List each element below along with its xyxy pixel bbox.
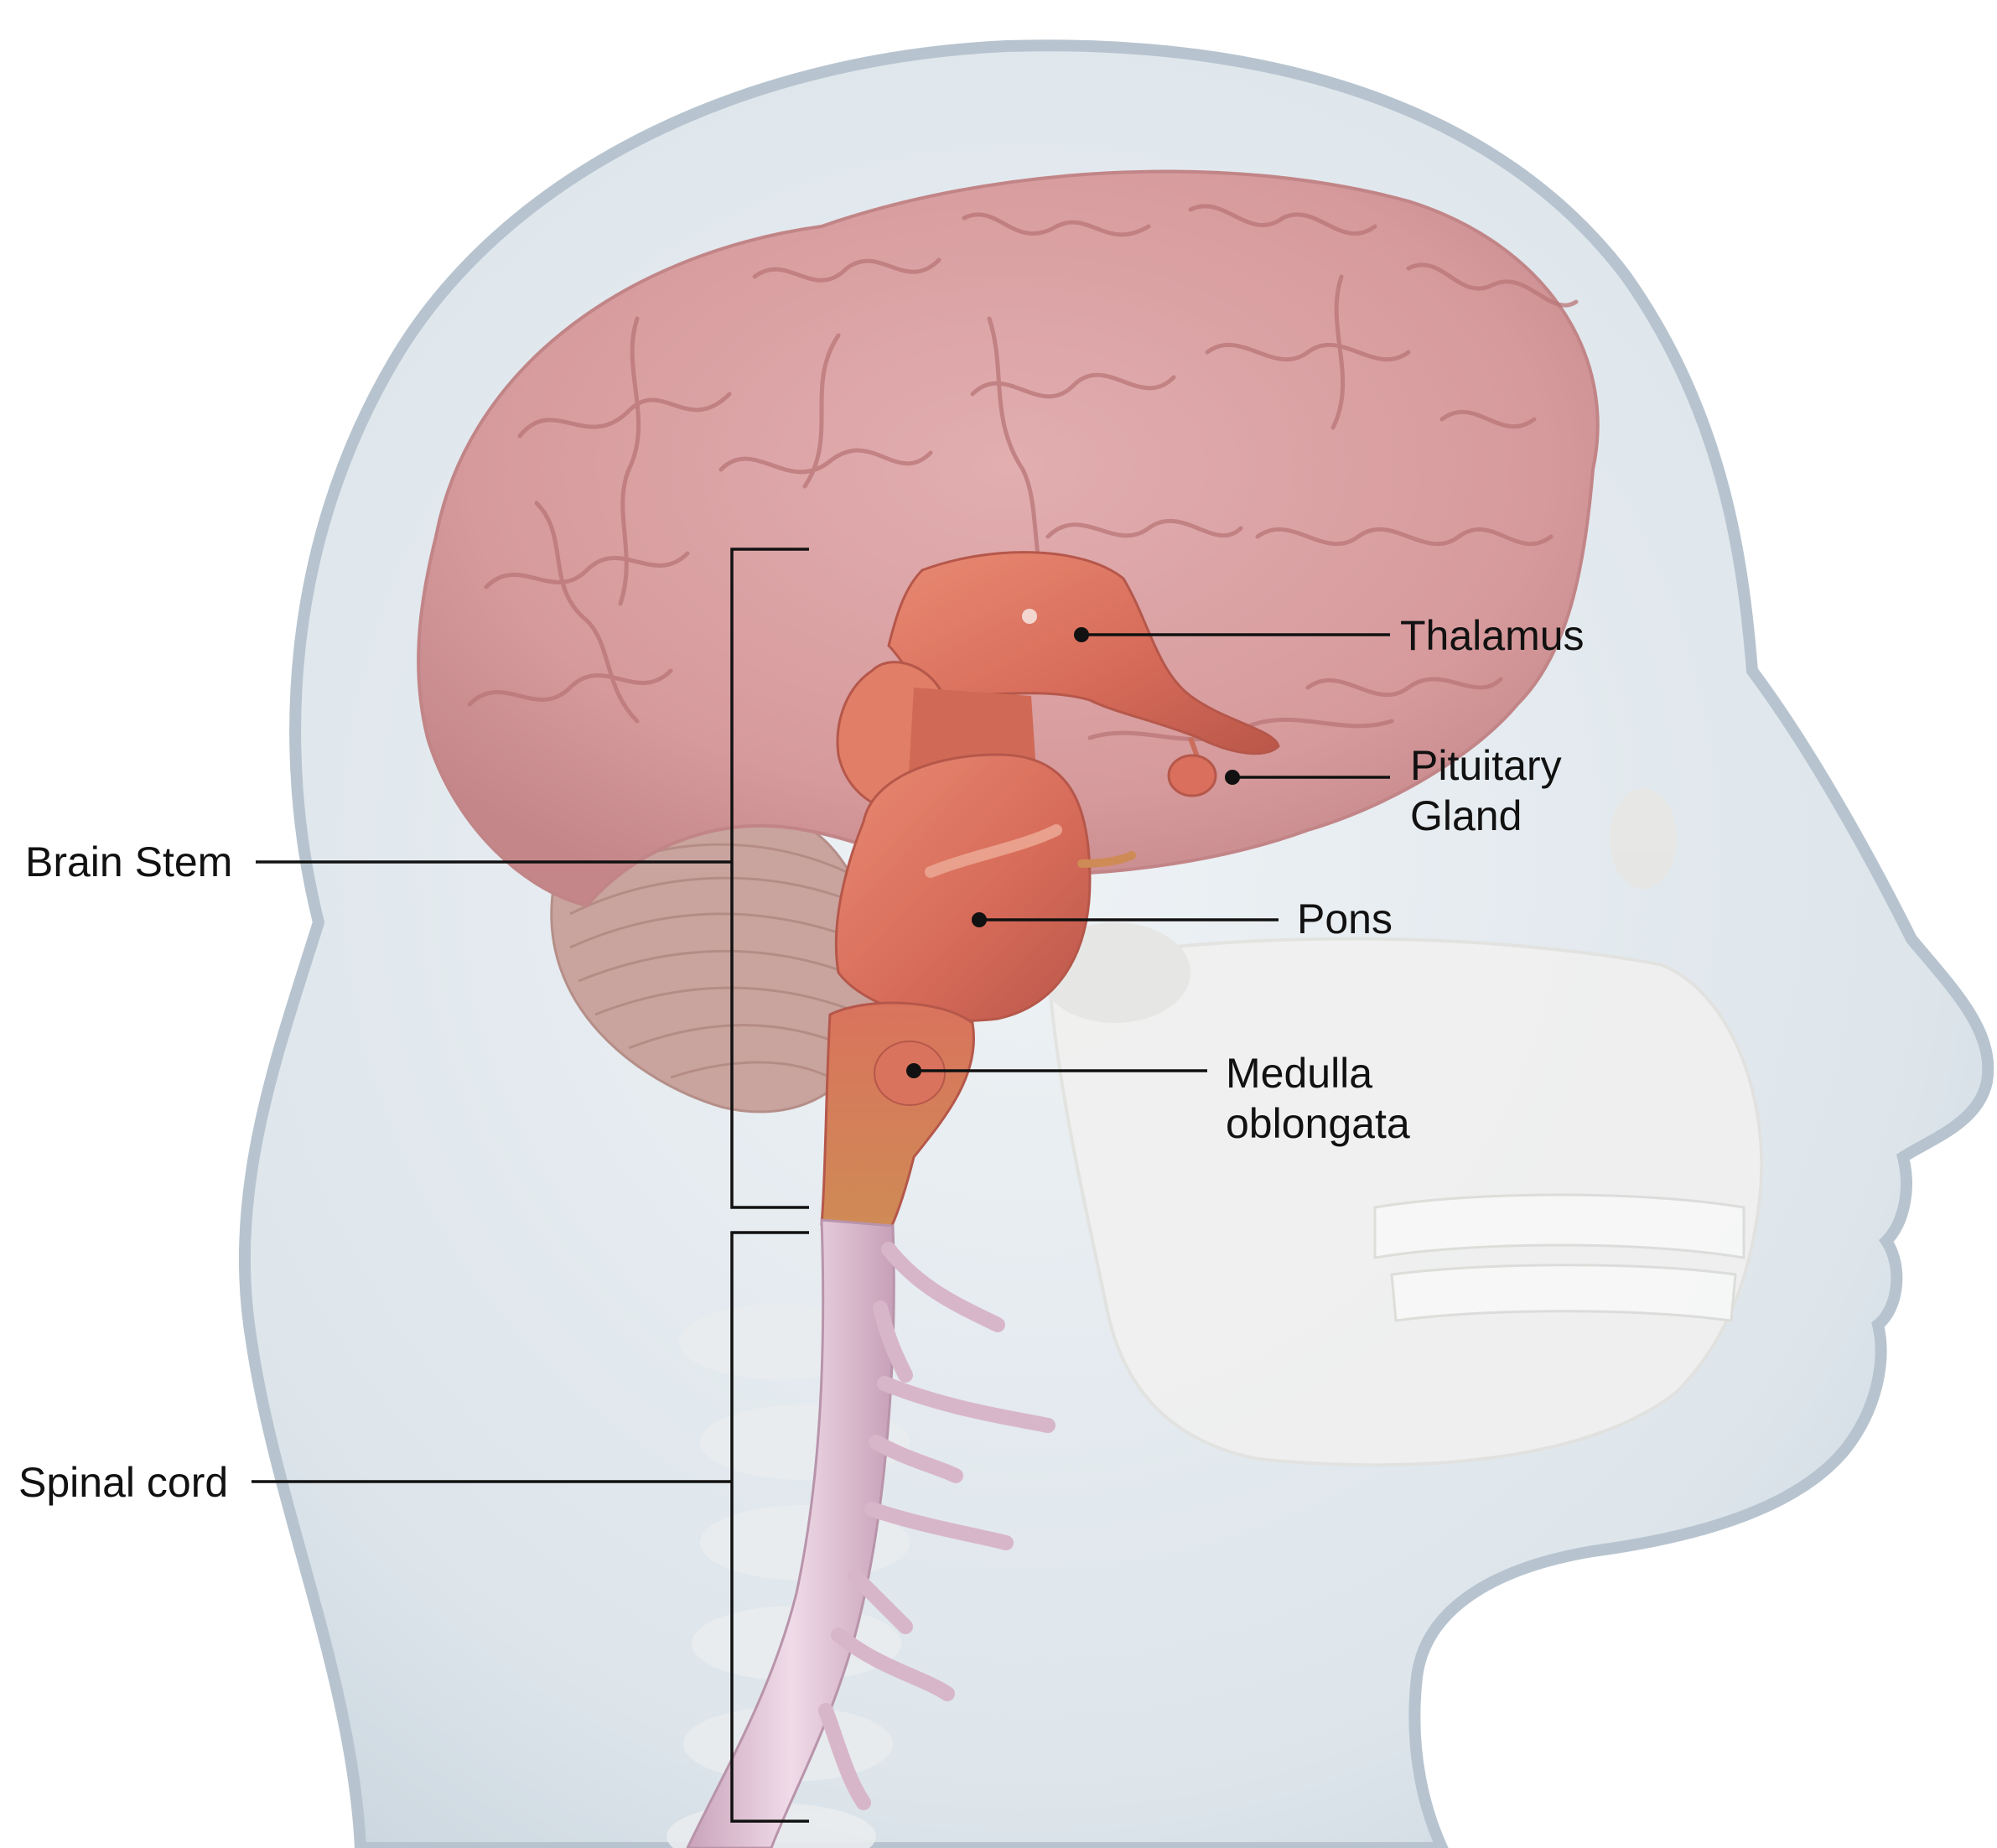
brain-stem-label: Brain Stem <box>25 838 232 885</box>
medulla-label-line1: Medulla <box>1226 1050 1372 1097</box>
thalamus-label: Thalamus <box>1400 612 1585 659</box>
pituitary-label-line1: Pituitary <box>1410 742 1562 789</box>
medulla-label-line2: oblongata <box>1226 1100 1410 1147</box>
pituitary-label-line2: Gland <box>1410 792 1522 839</box>
pons-label: Pons <box>1297 895 1393 942</box>
spinal-cord-label: Spinal cord <box>18 1459 228 1506</box>
